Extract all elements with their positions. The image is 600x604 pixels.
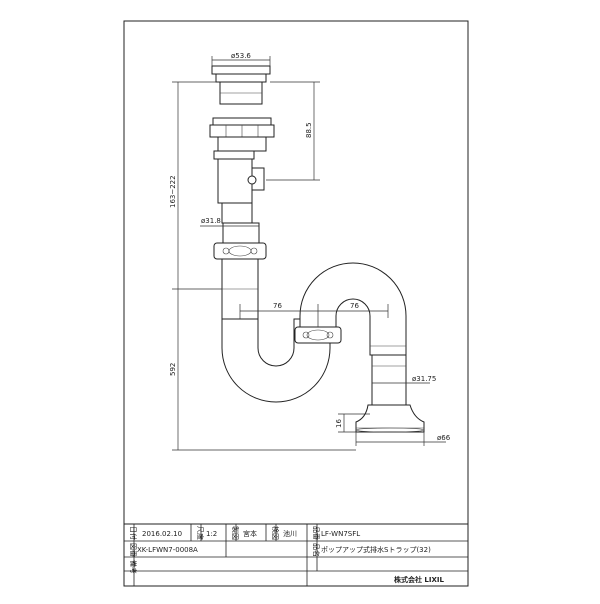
dim-offset-left: 76 <box>273 302 282 310</box>
trap-assembly <box>209 65 425 433</box>
label-drawing-no: 図番 <box>129 543 137 557</box>
dim-flange-diameter: ø66 <box>437 434 451 442</box>
label-part-no: 品番 <box>312 526 320 540</box>
label-remarks: 備考 <box>129 560 138 574</box>
value-date: 2016.02.10 <box>142 530 182 538</box>
value-part-no: LF-WN7SFL <box>321 530 360 538</box>
company-name: 株式会社 LIXIL <box>394 575 445 584</box>
dimension-lines <box>172 56 446 451</box>
label-date: 日付 <box>129 526 138 540</box>
label-part-name: 品名 <box>312 543 321 557</box>
dim-inlet-diameter: ø31.8 <box>201 217 221 225</box>
dim-top-diameter: ø53.6 <box>231 52 251 60</box>
dim-lower-height: 592 <box>169 363 177 376</box>
dim-offset-right: 76 <box>350 302 359 310</box>
label-scale: 尺度 <box>196 526 205 540</box>
drawing-frame <box>123 20 469 587</box>
title-block: 日付 図番 備考 尺度 製図 検図 品番 品名 2016.02.10 1:2 宮… <box>123 523 469 587</box>
dim-flange-height: 16 <box>335 419 343 428</box>
value-drawn: 宮本 <box>243 529 257 538</box>
dim-upper-height: 88.5 <box>305 122 313 138</box>
value-scale: 1:2 <box>206 530 217 538</box>
dim-adjust-range: 163~222 <box>169 175 177 208</box>
value-drawing-no: XK-LFWN7-0008A <box>137 546 198 554</box>
label-drawn: 製図 <box>231 526 240 540</box>
value-checked: 池川 <box>283 529 297 538</box>
dim-outlet-diameter: ø31.75 <box>412 375 436 383</box>
value-part-name: ポップアップ式排水Sトラップ(32) <box>321 545 431 554</box>
label-checked: 検図 <box>271 526 280 540</box>
